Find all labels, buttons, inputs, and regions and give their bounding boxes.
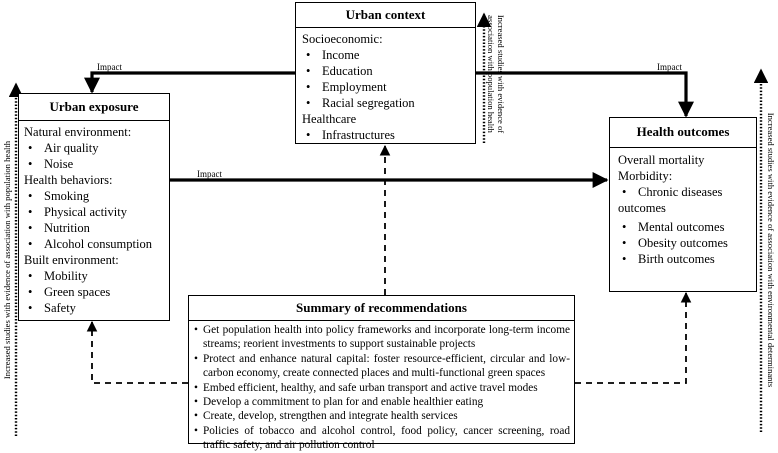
impact-label-left: Impact (97, 62, 122, 72)
context-bullet: Income (302, 47, 475, 63)
urban-exposure-box: Urban exposure Natural environment: Air … (18, 93, 170, 321)
exposure-bullet: Alcohol consumption (24, 236, 169, 252)
context-bullet: Infrastructures (302, 127, 475, 143)
urban-exposure-list: Natural environment: Air quality Noise H… (19, 120, 169, 316)
exposure-bullet: Physical activity (24, 204, 169, 220)
urban-exposure-title: Urban exposure (49, 99, 139, 114)
exposure-bullet: Nutrition (24, 220, 169, 236)
exposure-line: Built environment: (24, 253, 119, 267)
exposure-bullet: Air quality (24, 140, 169, 156)
context-line: Healthcare (302, 112, 357, 126)
context-line: Socioeconomic: (302, 32, 383, 46)
urban-context-title: Urban context (345, 7, 426, 22)
impact-arrow-context-to-exposure (84, 71, 295, 94)
outcomes-bullet: Mental outcomes (618, 219, 756, 235)
context-side-text-line2: association with population health (486, 15, 496, 133)
recommendation-item: Create, develop, strengthen and integrat… (194, 409, 570, 424)
health-outcomes-title: Health outcomes (636, 124, 730, 139)
exposure-side-text: Increased studies with evidence of assoc… (2, 140, 12, 380)
exposure-bullet: Smoking (24, 188, 169, 204)
exposure-bullet: Noise (24, 156, 169, 172)
outcomes-bullet: Obesity outcomes (618, 235, 756, 251)
impact-arrow-context-to-outcomes (476, 71, 694, 118)
urban-context-list: Socioeconomic: Income Education Employme… (296, 27, 475, 143)
outcomes-bullet: Birth outcomes (618, 251, 756, 267)
exposure-bullet: Mobility (24, 268, 169, 284)
context-side-text-line1: Increased studies with evidence of (496, 14, 506, 134)
outcomes-bullet: Chronic diseases (618, 184, 756, 200)
health-outcomes-box: Health outcomes Overall mortality Morbid… (609, 117, 757, 292)
outcomes-line: Overall mortality (618, 153, 705, 167)
recommendation-item: Embed efficient, healthy, and safe urban… (194, 381, 570, 396)
recommendation-item: Get population health into policy framew… (194, 323, 570, 352)
recommendation-item: Policies of tobacco and alcohol control,… (194, 424, 570, 453)
exposure-line: Natural environment: (24, 125, 132, 139)
impact-label-right: Impact (657, 62, 682, 72)
recommendations-box: Summary of recommendations Get populatio… (188, 295, 575, 451)
exposure-line: Health behaviors: (24, 173, 113, 187)
exposure-bullet: Green spaces (24, 284, 169, 300)
context-bullet: Employment (302, 79, 475, 95)
recommendations-title: Summary of recommendations (296, 300, 467, 315)
urban-context-box: Urban context Socioeconomic: Income Educ… (295, 2, 476, 144)
recommendations-list: Get population health into policy framew… (189, 320, 574, 453)
exposure-bullet: Safety (24, 300, 169, 316)
outcomes-line: Morbidity: (618, 169, 673, 183)
dashed-arrow-to-outcomes (575, 291, 692, 384)
context-side-text: Increased studies with evidence of assoc… (486, 4, 506, 144)
health-outcomes-list: Overall mortality Morbidity: Chronic dis… (610, 147, 756, 267)
recommendation-item: Protect and enhance natural capital: fos… (194, 352, 570, 381)
context-bullet: Racial segregation (302, 95, 475, 111)
impact-label-middle: Impact (197, 169, 222, 179)
outcomes-side-text: Increased studies with evidence of assoc… (766, 112, 776, 388)
context-bullet: Education (302, 63, 475, 79)
dashed-arrow-to-exposure (86, 320, 188, 384)
outcomes-line: outcomes (618, 201, 666, 215)
recommendation-item: Develop a commitment to plan for and ena… (194, 395, 570, 410)
